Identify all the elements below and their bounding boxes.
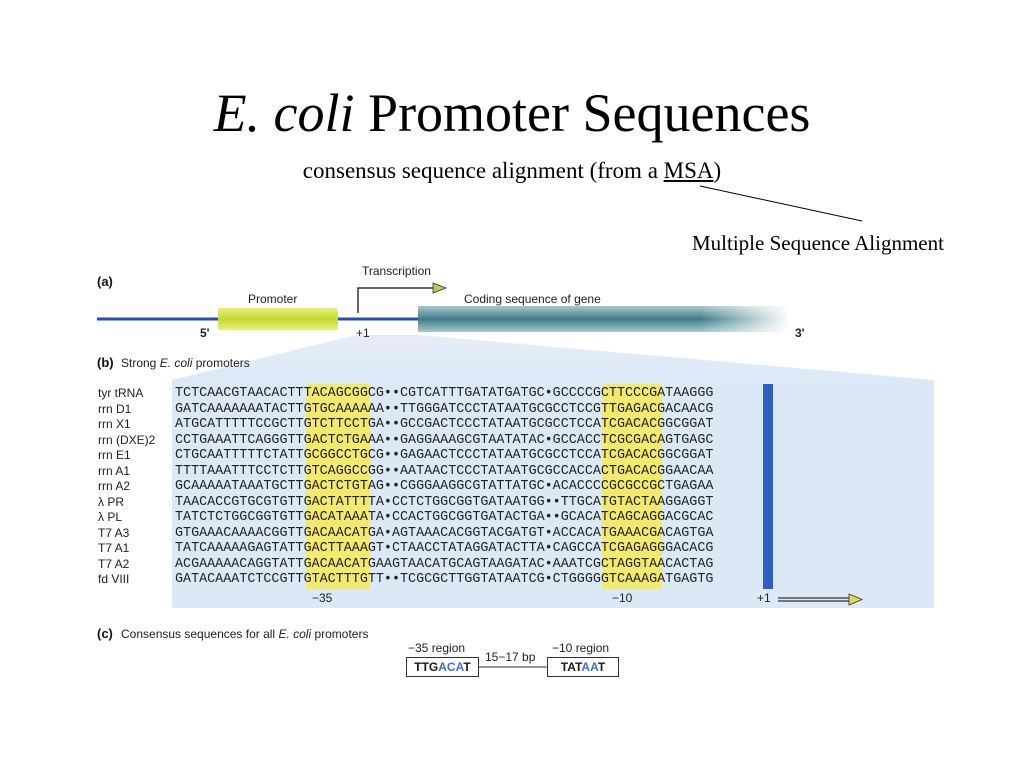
minus35-highlight bbox=[306, 384, 370, 589]
subtitle-close: ) bbox=[713, 158, 722, 183]
sequence-row: CCTGAAATTCAGGGTTGACTCTGAAA••GAGGAAAGCGTA… bbox=[175, 432, 714, 448]
panel-b-caption: Strong E. coli promoters bbox=[121, 356, 250, 370]
zoom-wedge bbox=[172, 335, 934, 380]
promoter-name: T7 A2 bbox=[98, 556, 130, 571]
five-prime-label: 5' bbox=[200, 326, 210, 340]
panel-b-label: (b) bbox=[97, 355, 114, 370]
consensus-minus10: TATAAT bbox=[547, 657, 619, 677]
promoter-name: λ PR bbox=[98, 494, 125, 509]
plus-one-label: +1 bbox=[356, 326, 370, 340]
promoter-box bbox=[218, 308, 338, 330]
promoter-name: rrn X1 bbox=[98, 417, 131, 431]
spacer-label: 15−17 bp bbox=[485, 650, 536, 664]
sequence-row: ATGCATTTTTCCGCTTGTCTTCCTGA••GCCGACTCCCTA… bbox=[175, 417, 714, 432]
sequence-row: TAACACCGTGCGTGTTGACTATTTTA•CCTCTGGCGGTGA… bbox=[175, 494, 714, 510]
promoter-name: T7 A3 bbox=[98, 525, 130, 540]
panel-a-label: (a) bbox=[97, 274, 113, 289]
promoter-name: rrn A1 bbox=[98, 463, 131, 478]
sequence-row: TATCAAAAAGAGTATTGACTTAAAGT•CTAACCTATAGGA… bbox=[175, 541, 714, 556]
promoter-label: Promoter bbox=[248, 292, 298, 306]
subtitle-text: consensus sequence alignment (from a bbox=[302, 158, 664, 183]
title-rest: Promoter Sequences bbox=[354, 83, 811, 143]
promoter-name: rrn E1 bbox=[98, 448, 131, 462]
promoter-name: fd VIII bbox=[98, 572, 130, 586]
promoter-name: λ PL bbox=[98, 510, 123, 524]
start-site-highlight bbox=[763, 384, 773, 589]
sequence-row: CTGCAATTTTTCTATTGCGGCCTGCG••GAGAACTCCCTA… bbox=[175, 448, 714, 463]
sequence-row: TATCTCTGGCGGTGTTGACATAAATA•CCACTGGCGGTGA… bbox=[175, 510, 714, 525]
msa-abbrev: MSA bbox=[663, 158, 714, 183]
msa-callout: Multiple Sequence Alignment bbox=[692, 231, 944, 255]
region35-label: −35 region bbox=[408, 641, 466, 655]
sequence-row: GCAAAAATAAATGCTTGACTCTGTAG••CGGGAAGGCGTA… bbox=[175, 479, 714, 494]
panel-c-label: (c) bbox=[97, 626, 113, 641]
region10-label: −10 region bbox=[552, 641, 610, 655]
sequence-row: TTTTAAATTTCCTCTTGTCAGGCCGG••AATAACTCCCTA… bbox=[175, 463, 714, 479]
plus1-label: +1 bbox=[757, 591, 771, 605]
sequence-row: TCTCAACGTAACACTTTACAGCGGCG••CGTCATTTGATA… bbox=[175, 386, 714, 401]
minus10-label: −10 bbox=[612, 591, 633, 605]
promoter-name: rrn A2 bbox=[98, 479, 131, 493]
slide-title: E. coli Promoter Sequences bbox=[0, 86, 1024, 140]
promoter-sequences: TCTCAACGTAACACTTTACAGCGGCG••CGTCATTTGATA… bbox=[175, 386, 713, 588]
three-prime-label: 3' bbox=[795, 326, 805, 340]
panel-c-caption: Consensus sequences for all E. coli prom… bbox=[121, 627, 369, 641]
coding-label: Coding sequence of gene bbox=[464, 292, 601, 306]
promoter-name: T7 A1 bbox=[98, 541, 130, 555]
minus35-label: −35 bbox=[312, 591, 333, 605]
transcription-arrow bbox=[357, 287, 433, 313]
alignment-panel bbox=[172, 380, 934, 608]
slide-subtitle: consensus sequence alignment (from a MSA… bbox=[0, 158, 1024, 184]
title-italic: E. coli bbox=[213, 83, 355, 143]
transcription-arrow-head bbox=[432, 282, 448, 294]
sequence-row: GATACAAATCTCCGTTGTACTTTGTT••TCGCGCTTGGTA… bbox=[175, 572, 714, 587]
promoter-name: rrn D1 bbox=[98, 401, 132, 416]
sequence-row: ACGAAAAACAGGTATTGACAACATGAAGTAACATGCAGTA… bbox=[175, 556, 714, 572]
sequence-row: GTGAAACAAAACGGTTGACAACATGA•AGTAAACACGGTA… bbox=[175, 525, 714, 541]
transcription-label: Transcription bbox=[362, 264, 431, 278]
sequence-row: GATCAAAAAAATACTTGTGCAAAAAA••TTGGGATCCCTA… bbox=[175, 401, 714, 417]
promoter-name: rrn (DXE)2 bbox=[98, 432, 156, 447]
minus10-highlight bbox=[602, 384, 662, 589]
promoter-name: tyr tRNA bbox=[98, 386, 144, 400]
consensus-minus35: TTGACAT bbox=[406, 657, 479, 677]
